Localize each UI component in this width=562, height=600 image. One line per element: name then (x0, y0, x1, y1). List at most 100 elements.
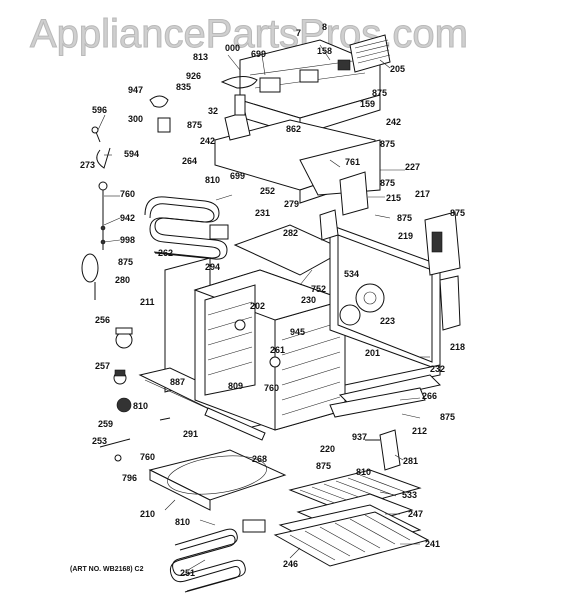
part-label: 760 (120, 189, 135, 199)
part-label: 875 (397, 213, 412, 223)
part-label: 232 (430, 364, 445, 374)
part-label: 218 (450, 342, 465, 352)
left-small-parts (99, 327, 171, 462)
part-label: 251 (180, 568, 195, 578)
part-label: 262 (158, 248, 173, 258)
part-label: 752 (311, 284, 326, 294)
part-label: 926 (186, 71, 201, 81)
part-label: 699 (230, 171, 245, 181)
part-label: 760 (140, 452, 155, 462)
right-side-panels (344, 211, 461, 396)
part-label: 000 (225, 43, 240, 53)
part-label: 875 (187, 120, 202, 130)
bottom-trim (329, 374, 441, 418)
part-label: 809 (228, 381, 243, 391)
part-label: 257 (95, 361, 110, 371)
part-label: 947 (128, 85, 143, 95)
part-label: 761 (345, 157, 360, 167)
part-label: 534 (344, 269, 359, 279)
part-label: 256 (95, 315, 110, 325)
part-label: 220 (320, 444, 335, 454)
bake-element (169, 519, 266, 593)
heat-bar (204, 407, 266, 441)
part-label: 835 (176, 82, 191, 92)
oven-racks (273, 469, 430, 567)
part-label: 217 (415, 189, 430, 199)
part-label: 280 (115, 275, 130, 285)
part-label: 699 (251, 49, 266, 59)
part-label: 810 (175, 517, 190, 527)
leader-lines (97, 44, 430, 571)
part-label: 942 (120, 213, 135, 223)
part-label: 212 (412, 426, 427, 436)
part-label: 211 (140, 297, 155, 307)
part-label: 205 (390, 64, 405, 74)
top-control-housing (214, 34, 391, 216)
part-label: 273 (80, 160, 95, 170)
part-label: 594 (124, 149, 139, 159)
part-label: 875 (380, 139, 395, 149)
part-label: 281 (403, 456, 418, 466)
art-number: (ART NO. WB2168) C2 (70, 566, 144, 573)
door-hinge (365, 429, 401, 471)
watermark: AppliancePartsPros.com (30, 12, 469, 57)
part-label: 810 (356, 467, 371, 477)
broil-element (144, 196, 229, 260)
part-label: 875 (380, 178, 395, 188)
part-label: 219 (398, 231, 413, 241)
part-label: 760 (264, 383, 279, 393)
part-label: 242 (200, 136, 215, 146)
part-label: 291 (183, 429, 198, 439)
part-label: 252 (260, 186, 275, 196)
part-label: 253 (92, 436, 107, 446)
oven-cavity (193, 269, 347, 431)
part-label: 210 (140, 509, 155, 519)
part-label: 230 (301, 295, 316, 305)
part-label: 862 (286, 124, 301, 134)
part-label: 796 (122, 473, 137, 483)
part-label: 246 (283, 559, 298, 569)
part-label: 202 (250, 301, 265, 311)
part-label: 158 (317, 46, 332, 56)
part-label: 7 (296, 28, 301, 38)
part-label: 242 (386, 117, 401, 127)
upper-left-small-parts (81, 76, 258, 300)
part-label: 294 (205, 262, 220, 272)
part-label: 875 (118, 257, 133, 267)
part-label: 268 (252, 454, 267, 464)
part-label: 945 (290, 327, 305, 337)
part-label: 247 (408, 509, 423, 519)
oven-bottom-panel (148, 449, 287, 511)
part-label: 279 (284, 199, 299, 209)
part-label: 533 (402, 490, 417, 500)
part-label: 227 (405, 162, 420, 172)
part-label: 596 (92, 105, 107, 115)
part-label: 261 (270, 345, 285, 355)
part-label: 215 (386, 193, 401, 203)
part-label: 241 (425, 539, 440, 549)
part-label: 875 (440, 412, 455, 422)
part-label: 998 (120, 235, 135, 245)
part-label: 810 (205, 175, 220, 185)
rear-panel-convection (319, 209, 441, 371)
part-label: 231 (255, 208, 270, 218)
part-label: 259 (98, 419, 113, 429)
part-label: 875 (372, 88, 387, 98)
part-label: 300 (128, 114, 143, 124)
part-label: 8 (322, 22, 327, 32)
part-label: 875 (450, 208, 465, 218)
part-label: 810 (133, 401, 148, 411)
part-label: 266 (422, 391, 437, 401)
part-label: 937 (352, 432, 367, 442)
part-label: 223 (380, 316, 395, 326)
part-label: 282 (283, 228, 298, 238)
part-label: 159 (360, 99, 375, 109)
part-label: 887 (170, 377, 185, 387)
part-label: 32 (208, 106, 218, 116)
part-label: 875 (316, 461, 331, 471)
part-label: 201 (365, 348, 380, 358)
part-label: 264 (182, 156, 197, 166)
part-label: 813 (193, 52, 208, 62)
